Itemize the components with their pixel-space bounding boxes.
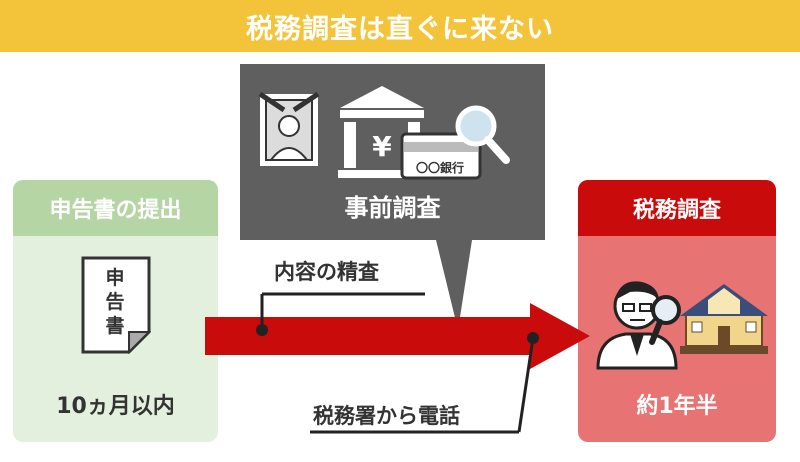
tax-audit-timing: 約1年半 bbox=[636, 394, 718, 419]
call-leader bbox=[310, 332, 539, 434]
review-leader bbox=[256, 292, 425, 336]
timeline-arrow bbox=[205, 303, 590, 369]
svg-text:申: 申 bbox=[105, 266, 124, 289]
tax-audit-box: 税務調査 約1年半 bbox=[578, 180, 776, 442]
svg-text:¥: ¥ bbox=[372, 130, 392, 163]
tax-audit-heading: 税務調査 bbox=[578, 180, 776, 236]
filing-heading: 申告書の提出 bbox=[13, 180, 218, 236]
tax-return-document-icon: 申 告 書 bbox=[81, 256, 151, 354]
page-title: 税務調査は直ぐに来ない bbox=[246, 13, 554, 45]
svg-text:告: 告 bbox=[105, 290, 124, 313]
review-label: 内容の精査 bbox=[274, 260, 379, 284]
svg-text:書: 書 bbox=[105, 315, 124, 337]
filing-deadline: 10ヵ月以内 bbox=[56, 394, 175, 419]
magnifier-icon bbox=[455, 105, 510, 164]
inspector-icon bbox=[596, 281, 678, 370]
inspector-with-house-icon bbox=[596, 281, 768, 370]
house-icon bbox=[680, 284, 768, 354]
magnifier-icon bbox=[649, 295, 681, 345]
pre-investigation-label: 事前調査 bbox=[344, 194, 441, 222]
portrait-icon bbox=[258, 91, 320, 166]
tax-office-call-label: 税務署から電話 bbox=[313, 404, 460, 428]
title-banner: 税務調査は直ぐに来ない bbox=[0, 0, 800, 52]
svg-text:〇〇銀行: 〇〇銀行 bbox=[416, 160, 464, 175]
filing-box: 申告書の提出 申 告 書 10ヵ月以内 bbox=[13, 180, 218, 442]
bankbook-icon: 〇〇銀行 bbox=[400, 132, 482, 180]
pre-investigation-callout: ¥ 〇〇銀行 bbox=[240, 64, 545, 330]
